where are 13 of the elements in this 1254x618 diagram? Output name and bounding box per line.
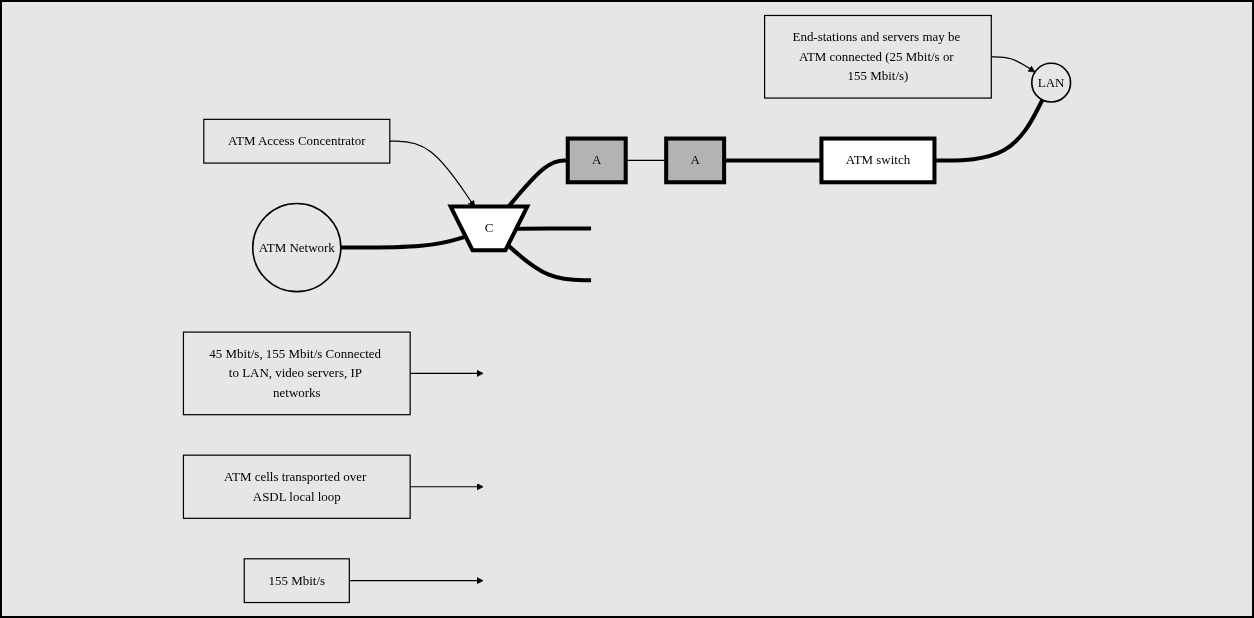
node-circle: LAN (1030, 62, 1072, 103)
connector (516, 226, 592, 231)
node-box: ATM cells transported over ASDL local loop (182, 454, 411, 519)
node-box: End-stations and servers may be ATM connected (25 Mbit/s or 155 Mbit/s) (764, 14, 992, 99)
node-box: 45 Mbit/s, 155 Mbit/s Connected to LAN, video servers, IP networks (182, 331, 411, 416)
node-box: 155 Mbit/s (243, 558, 350, 604)
node-box: ATM switch (819, 136, 937, 185)
connector (507, 244, 592, 283)
node-box: ATM Access Concentrator (203, 118, 391, 164)
node-circle: ATM Network (251, 202, 342, 293)
node-box: A (565, 136, 628, 185)
node-box: A (664, 136, 727, 185)
connector (340, 234, 467, 250)
